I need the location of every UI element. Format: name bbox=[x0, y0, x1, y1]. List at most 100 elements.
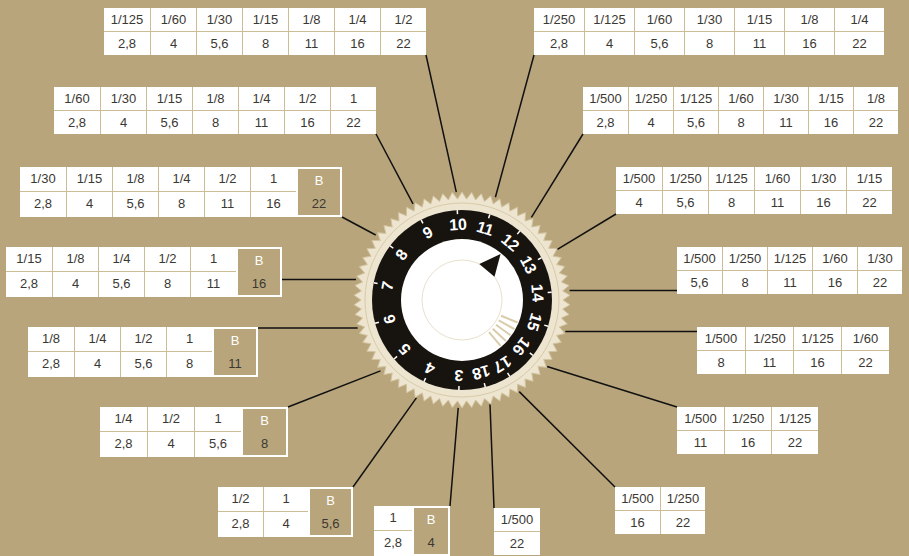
shutter-speed: 1/60 bbox=[54, 87, 100, 111]
shutter-speed: 1/500 bbox=[583, 87, 628, 111]
shutter-speed: 1/2 bbox=[284, 87, 330, 111]
aperture: 8 bbox=[722, 271, 767, 294]
exposure-dial: 3456789101112131415161718 bbox=[354, 192, 570, 408]
shutter-speed: 1/60 bbox=[754, 167, 800, 191]
aperture: 8 bbox=[192, 111, 238, 134]
aperture: 2,8 bbox=[100, 432, 147, 457]
shutter-speed: 1 bbox=[250, 167, 296, 192]
aperture: 16 bbox=[236, 272, 282, 297]
aperture: 22 bbox=[494, 532, 540, 555]
aperture: 4 bbox=[74, 352, 120, 377]
leader-line bbox=[547, 367, 677, 408]
aperture: 22 bbox=[771, 431, 818, 454]
ring-tick bbox=[544, 325, 548, 326]
shutter-speed: B bbox=[308, 487, 353, 512]
shutter-speed: 1/15 bbox=[734, 8, 784, 32]
aperture: 5,6 bbox=[634, 32, 684, 55]
rim-ring bbox=[365, 203, 559, 397]
aperture: 5,6 bbox=[662, 191, 708, 214]
aperture: 5,6 bbox=[120, 352, 166, 377]
exposure-table: 1/21B2,845,6 bbox=[218, 487, 353, 537]
aperture: 16 bbox=[800, 191, 846, 214]
shutter-speed: 1/30 bbox=[100, 87, 146, 111]
aperture: 2,8 bbox=[218, 512, 263, 537]
aperture: 11 bbox=[754, 191, 800, 214]
exposure-table: 1/5001/2501/125111622 bbox=[677, 407, 818, 454]
aperture: 2,8 bbox=[6, 272, 52, 297]
aperture: 16 bbox=[615, 511, 660, 534]
aperture: 8 bbox=[718, 111, 763, 134]
shutter-speed: 1/8 bbox=[192, 87, 238, 111]
exposure-table: 1/151/81/41/21B2,845,681116 bbox=[6, 247, 282, 297]
aperture: 4 bbox=[100, 111, 146, 134]
aperture: 16 bbox=[812, 271, 857, 294]
shutter-speed: 1/8 bbox=[52, 247, 98, 272]
leader-line bbox=[565, 331, 697, 333]
shutter-speed: 1/4 bbox=[834, 8, 884, 32]
aperture: 5,6 bbox=[146, 111, 192, 134]
shutter-speed: 1 bbox=[330, 87, 376, 111]
shutter-speed: 1/250 bbox=[534, 8, 584, 32]
aperture: 11 bbox=[677, 431, 724, 454]
shutter-speed: 1/60 bbox=[634, 8, 684, 32]
aperture: 11 bbox=[745, 351, 793, 374]
aperture: 16 bbox=[250, 192, 296, 217]
aperture: 8 bbox=[242, 32, 288, 55]
ring-tick bbox=[530, 353, 533, 355]
shutter-speed: 1/500 bbox=[697, 327, 745, 351]
shutter-speed: 1/250 bbox=[722, 247, 767, 271]
shutter-speed: 1/250 bbox=[724, 407, 771, 431]
ring-tick bbox=[375, 322, 379, 323]
ring-tick bbox=[424, 378, 426, 382]
ring-tick bbox=[489, 214, 490, 218]
shutter-speed: 1/30 bbox=[857, 247, 902, 271]
aperture: 2,8 bbox=[54, 111, 100, 134]
shutter-speed: B bbox=[296, 167, 342, 192]
leader-line bbox=[519, 392, 615, 487]
ring-tick bbox=[484, 383, 485, 387]
shutter-speed: 1/2 bbox=[204, 167, 250, 192]
aperture: 22 bbox=[853, 111, 898, 134]
shutter-speed: 1 bbox=[374, 506, 412, 531]
aperture: 11 bbox=[190, 272, 236, 297]
shutter-speed: 1/30 bbox=[800, 167, 846, 191]
ring-tick bbox=[374, 282, 378, 284]
exposure-table: 1B2,84 bbox=[374, 506, 450, 556]
shutter-speed: 1/4 bbox=[74, 327, 120, 352]
number-ring bbox=[372, 210, 552, 390]
shutter-speed: 1/125 bbox=[771, 407, 818, 431]
ring-tick bbox=[548, 291, 552, 293]
shutter-speed: 1/4 bbox=[238, 87, 284, 111]
aperture: 4 bbox=[52, 272, 98, 297]
shutter-speed: 1/250 bbox=[662, 167, 708, 191]
leader-line bbox=[288, 371, 381, 407]
shutter-speed: 1/500 bbox=[615, 487, 660, 511]
ring-tick bbox=[538, 258, 542, 260]
shutter-speed: 1/60 bbox=[841, 327, 889, 351]
aperture: 22 bbox=[380, 32, 426, 55]
exposure-table: 1/5001/2501622 bbox=[615, 487, 705, 534]
shutter-speed: 1/15 bbox=[6, 247, 52, 272]
aperture: 11 bbox=[767, 271, 812, 294]
shutter-speed: 1/15 bbox=[846, 167, 892, 191]
aperture: 22 bbox=[296, 192, 342, 217]
shutter-speed: 1/500 bbox=[677, 247, 722, 271]
aperture: 8 bbox=[166, 352, 212, 377]
aperture: 4 bbox=[412, 531, 450, 556]
shutter-speed: 1/2 bbox=[380, 8, 426, 32]
aperture: 16 bbox=[284, 111, 330, 134]
leader-line bbox=[258, 327, 358, 329]
shutter-speed: 1/30 bbox=[196, 8, 242, 32]
aperture: 5,6 bbox=[194, 432, 241, 457]
aperture: 5,6 bbox=[308, 512, 353, 537]
shutter-speed: 1/60 bbox=[812, 247, 857, 271]
shutter-speed: 1/250 bbox=[745, 327, 793, 351]
shutter-speed: 1/4 bbox=[334, 8, 380, 32]
exposure-table: 1/1251/601/301/151/81/41/22,845,68111622 bbox=[104, 8, 426, 55]
shutter-speed: 1/60 bbox=[718, 87, 763, 111]
leader-line bbox=[450, 408, 458, 506]
aperture: 16 bbox=[334, 32, 380, 55]
shutter-speed: 1/500 bbox=[494, 508, 540, 532]
leader-line bbox=[557, 214, 616, 249]
aperture: 4 bbox=[147, 432, 194, 457]
